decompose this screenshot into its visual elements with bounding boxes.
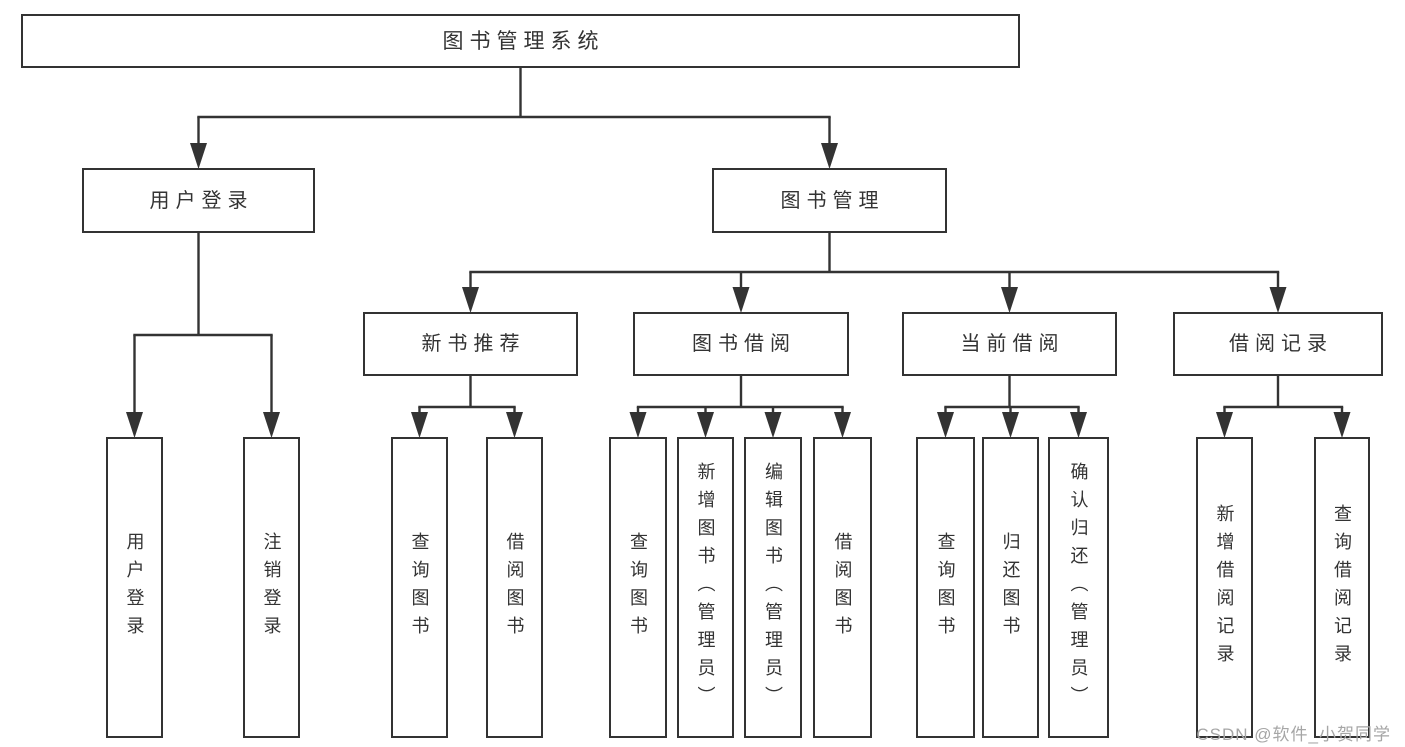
arrowhead-icon — [411, 412, 428, 438]
node-label-leaf-return-books: 归还图书 — [1000, 531, 1021, 644]
node-root: 图书管理系统 — [21, 14, 1020, 68]
node-label-leaf-borrow-books-2: 借阅图书 — [832, 531, 853, 644]
node-label-leaf-user-login: 用户登录 — [124, 531, 145, 644]
node-label-new-books: 新书推荐 — [421, 333, 526, 355]
node-label-book-borrow: 图书借阅 — [692, 333, 796, 355]
arrowhead-icon — [629, 412, 647, 438]
node-label-leaf-borrow-books-1: 借阅图书 — [504, 531, 525, 644]
node-label-leaf-query-books-2: 查询图书 — [628, 531, 648, 644]
node-leaf-borrow-books-1: 借阅图书 — [486, 437, 543, 738]
arrowhead-icon — [1070, 412, 1087, 438]
node-label-leaf-query-books-3: 查询图书 — [935, 531, 956, 644]
node-label-leaf-add-books: 新增图书（管理员） — [695, 461, 716, 714]
node-book-borrow: 图书借阅 — [633, 312, 849, 376]
node-leaf-confirm-return: 确认归还（管理员） — [1048, 437, 1109, 738]
node-label-user-login: 用户登录 — [149, 189, 254, 212]
arrowhead-icon — [126, 412, 143, 438]
node-label-leaf-add-borrow-record: 新增借阅记录 — [1214, 503, 1235, 672]
arrowhead-icon — [1002, 412, 1019, 438]
arrowhead-icon — [506, 412, 523, 438]
node-label-current-borrow: 当前借阅 — [960, 333, 1065, 355]
arrowhead-icon — [732, 287, 750, 313]
node-label-leaf-query-books-1: 查询图书 — [409, 531, 430, 644]
arrowhead-icon — [697, 412, 714, 438]
node-label-leaf-edit-books: 编辑图书（管理员） — [763, 461, 783, 714]
node-leaf-logout: 注销登录 — [243, 437, 300, 738]
arrowhead-icon — [462, 287, 479, 313]
arrowhead-icon — [1333, 412, 1351, 438]
csdn-watermark: CSDN @软件_小贺同学 — [1196, 725, 1391, 744]
node-label-borrow-records: 借阅记录 — [1229, 333, 1333, 355]
node-user-login: 用户登录 — [82, 168, 315, 233]
node-new-books: 新书推荐 — [363, 312, 578, 376]
node-leaf-query-books-3: 查询图书 — [916, 437, 975, 738]
arrowhead-icon — [937, 412, 954, 438]
arrowhead-icon — [263, 412, 280, 438]
node-leaf-edit-books: 编辑图书（管理员） — [744, 437, 802, 738]
node-leaf-query-books-2: 查询图书 — [609, 437, 667, 738]
arrowhead-icon — [834, 412, 851, 438]
node-current-borrow: 当前借阅 — [902, 312, 1117, 376]
node-label-leaf-query-borrow-record: 查询借阅记录 — [1332, 503, 1352, 672]
arrowhead-icon — [821, 143, 838, 169]
arrowhead-icon — [1269, 287, 1287, 313]
node-leaf-borrow-books-2: 借阅图书 — [813, 437, 872, 738]
arrowhead-icon — [190, 143, 207, 169]
node-label-leaf-logout: 注销登录 — [261, 531, 282, 644]
node-book-mgmt: 图书管理 — [712, 168, 947, 233]
node-leaf-add-books: 新增图书（管理员） — [677, 437, 734, 738]
node-label-root: 图书管理系统 — [442, 29, 605, 53]
node-label-book-mgmt: 图书管理 — [780, 189, 885, 212]
node-leaf-query-borrow-record: 查询借阅记录 — [1314, 437, 1370, 738]
node-leaf-add-borrow-record: 新增借阅记录 — [1196, 437, 1253, 738]
arrowhead-icon — [764, 412, 782, 438]
node-leaf-return-books: 归还图书 — [982, 437, 1039, 738]
node-borrow-records: 借阅记录 — [1173, 312, 1383, 376]
arrowhead-icon — [1216, 412, 1233, 438]
node-leaf-user-login: 用户登录 — [106, 437, 163, 738]
node-leaf-query-books-1: 查询图书 — [391, 437, 448, 738]
node-label-leaf-confirm-return: 确认归还（管理员） — [1068, 461, 1089, 714]
arrowhead-icon — [1001, 287, 1018, 313]
